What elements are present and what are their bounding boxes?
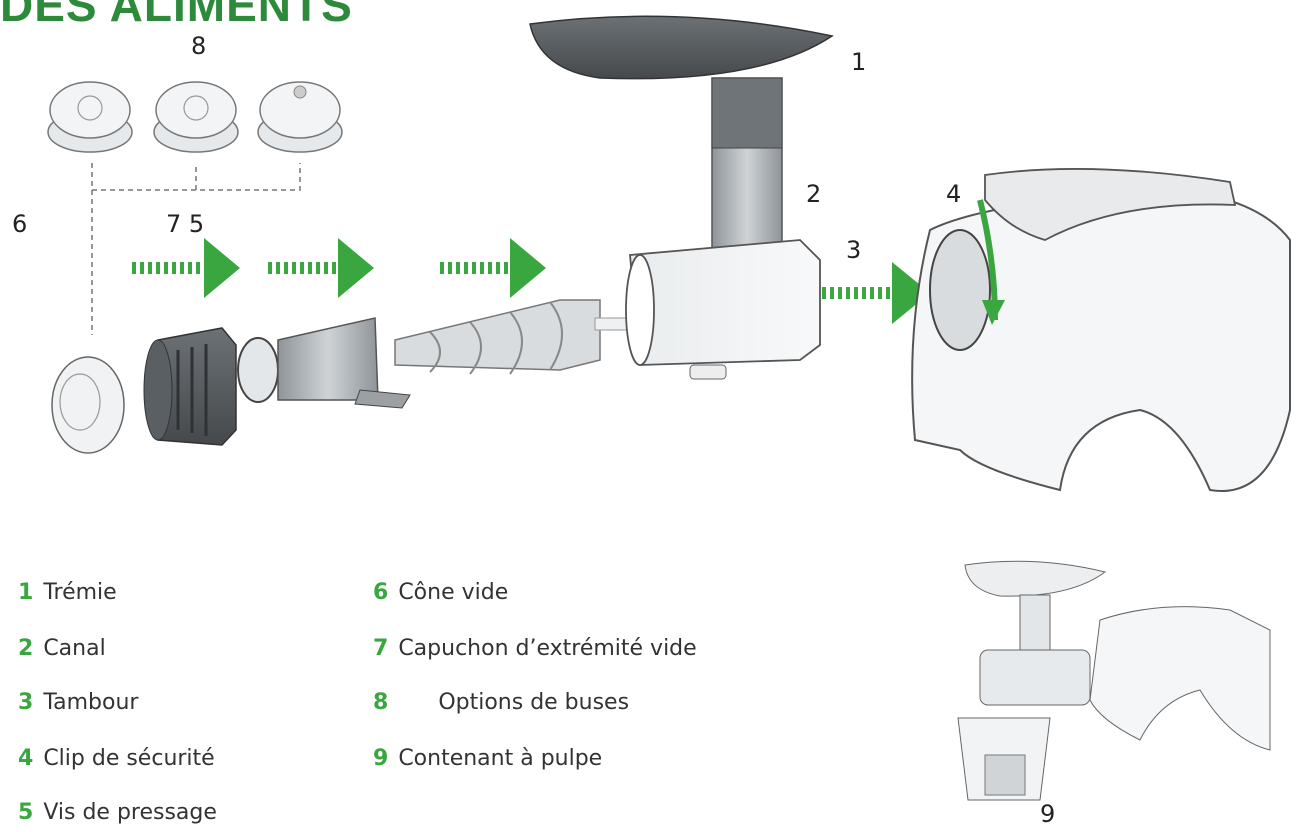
callout-9: 9 <box>1040 800 1056 828</box>
chute-part <box>711 77 783 291</box>
arrow-icon <box>440 238 546 298</box>
nozzle-option-2 <box>153 81 239 153</box>
hopper-part <box>529 15 834 80</box>
assembled-juicer-thumbnail <box>957 560 1271 801</box>
nozzle-option-3 <box>257 81 343 153</box>
end-cap-part <box>143 327 237 446</box>
page-title: DES ALIMENTS <box>0 0 353 31</box>
connector-lines <box>91 163 301 335</box>
auger-screw-part <box>394 299 646 375</box>
motor-base-part <box>911 168 1291 492</box>
arrow-icon <box>132 238 240 298</box>
callout-1: 1 <box>851 48 867 76</box>
callout-3: 3 <box>846 236 862 264</box>
callout-6: 6 <box>12 210 28 238</box>
callout-2: 2 <box>806 180 822 208</box>
nozzle-option-1 <box>47 81 133 153</box>
callout-7-5: 7 5 <box>166 210 205 238</box>
arrow-icon <box>822 262 930 324</box>
callout-4: 4 <box>946 180 962 208</box>
callout-8: 8 <box>191 32 207 60</box>
arrow-icon <box>268 238 374 298</box>
screen-cone-part <box>237 317 411 409</box>
drum-part <box>625 239 821 380</box>
empty-cone-part <box>51 356 125 454</box>
